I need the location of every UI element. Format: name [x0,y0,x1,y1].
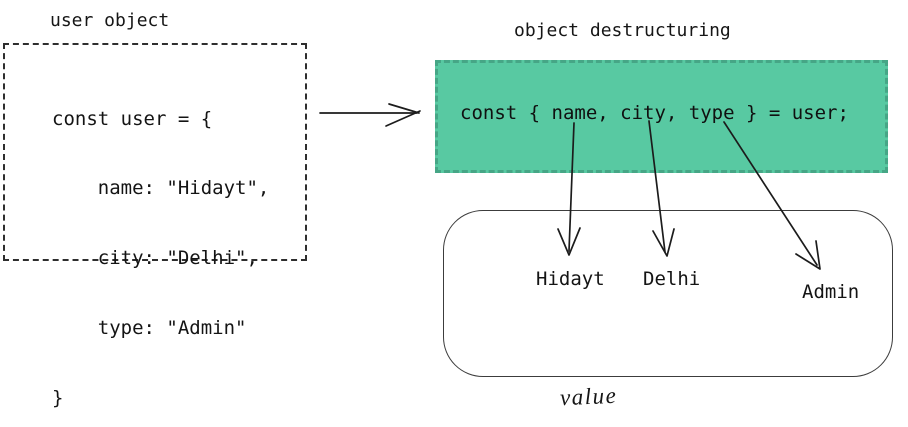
value-city: Delhi [643,268,701,290]
source-object-box [3,43,307,261]
value-name: Hidayt [536,268,605,290]
source-object-label: user object [50,10,170,31]
code-line: type: "Admin" [52,317,247,340]
value-box [443,210,893,377]
value-caption: value [559,382,618,411]
destructuring-highlight-box: const { name, city, type } = user; [435,60,888,173]
code-line: const user = { [52,107,213,130]
arrow-object-to-destructuring-head [385,103,421,127]
destructuring-label: object destructuring [514,20,731,41]
destructuring-code: const { name, city, type } = user; [460,102,849,124]
code-line: name: "Hidayt", [52,177,270,200]
value-type: Admin [802,281,860,303]
source-object-code: const user = { name: "Hidayt", city: "De… [52,61,269,427]
code-line: } [52,387,64,410]
code-line: city: "Delhi", [52,247,258,270]
